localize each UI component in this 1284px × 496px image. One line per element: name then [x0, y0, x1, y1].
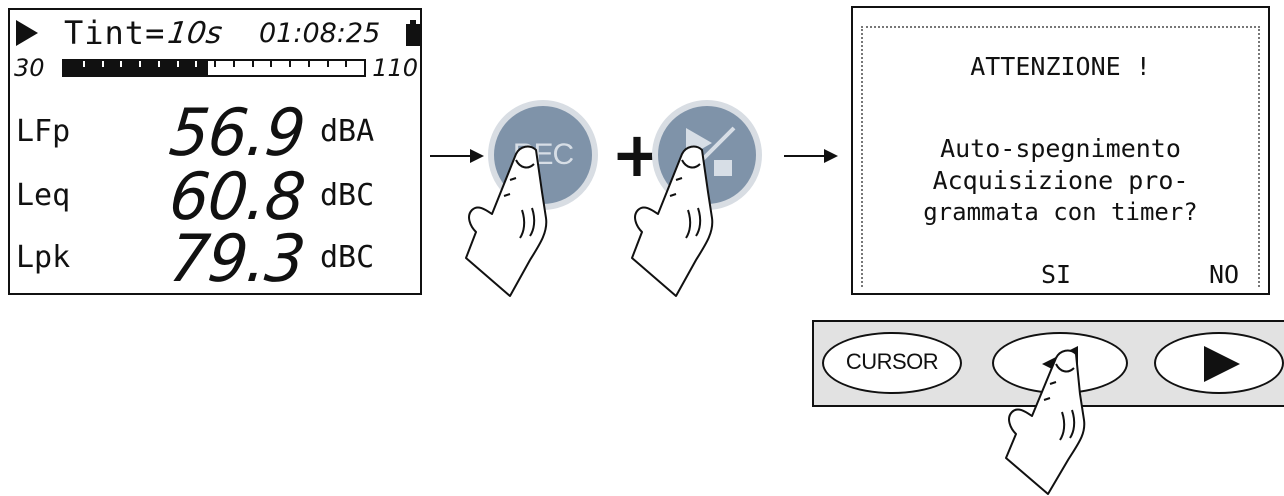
right-button[interactable] — [1154, 332, 1284, 394]
level-bar — [62, 59, 366, 77]
flow-arrow-icon — [430, 149, 484, 163]
bar-tick — [232, 61, 235, 67]
tint-label: Tint= — [64, 14, 166, 52]
bar-tick — [251, 61, 254, 67]
scale-min: 30 — [14, 54, 45, 82]
bar-tick — [326, 61, 329, 67]
status-row: Tint= 10s 01:08:25 — [16, 14, 420, 54]
bar-tick — [82, 61, 85, 67]
measurement-row-lfp: LFp 56.9 dBA — [16, 94, 416, 171]
measurement-unit: dBA — [320, 114, 375, 149]
measurement-row-lpk: Lpk 79.3 dBC — [16, 220, 416, 297]
hand-pointer-icon — [465, 145, 548, 297]
bar-tick — [195, 61, 198, 67]
dialog-no-option[interactable]: NO — [1209, 260, 1240, 289]
measurement-label: LFp — [16, 114, 71, 149]
measurement-unit: dBC — [320, 178, 375, 213]
bar-tick — [345, 61, 348, 67]
bar-tick — [101, 61, 104, 67]
right-arrow-icon — [1204, 346, 1240, 382]
tint-value: 10s — [165, 16, 225, 51]
dialog-frame: ATTENZIONE ! Auto-spegnimento Acquisizio… — [861, 26, 1260, 289]
cursor-label: CURSOR — [845, 349, 939, 374]
measurement-label: Lpk — [16, 240, 71, 275]
bar-tick — [214, 61, 216, 67]
sound-level-display: Tint= 10s 01:08:25 30 110 LFp 56.9 dBA L… — [8, 8, 422, 297]
flow-arrow-icon — [784, 149, 838, 163]
battery-icon — [406, 20, 420, 46]
bar-tick — [289, 61, 291, 67]
bar-tick — [307, 61, 310, 67]
confirmation-dialog-display: ATTENZIONE ! Auto-spegnimento Acquisizio… — [851, 6, 1270, 295]
level-bar-row: 30 110 — [14, 54, 418, 86]
play-indicator-icon — [16, 20, 38, 46]
measurement-unit: dBC — [320, 240, 375, 275]
level-bar-ticks — [64, 61, 364, 75]
dialog-line: grammata con timer? — [923, 198, 1198, 226]
bar-tick — [139, 61, 141, 67]
dialog-line: Auto-spegnimento — [940, 134, 1181, 163]
cursor-button[interactable]: CURSOR — [822, 332, 962, 394]
bar-tick — [270, 61, 273, 67]
bar-tick — [120, 61, 123, 67]
scale-max: 110 — [372, 54, 418, 82]
bar-tick — [157, 61, 160, 67]
clock-readout: 01:08:25 — [259, 18, 381, 49]
level-bar-fill — [64, 61, 208, 75]
hand-pointer-icon — [1005, 349, 1086, 495]
measurement-label: Leq — [16, 178, 71, 213]
bar-tick — [176, 61, 179, 67]
measurement-row-leq: Leq 60.8 dBC — [16, 158, 416, 235]
hand-pointer-icon — [631, 145, 714, 297]
dialog-title: ATTENZIONE ! — [970, 52, 1151, 81]
dialog-yes-option[interactable]: SI — [1041, 260, 1072, 289]
dialog-line: Acquisizione pro- — [932, 166, 1189, 195]
measurement-value: 79.3 — [165, 220, 309, 297]
